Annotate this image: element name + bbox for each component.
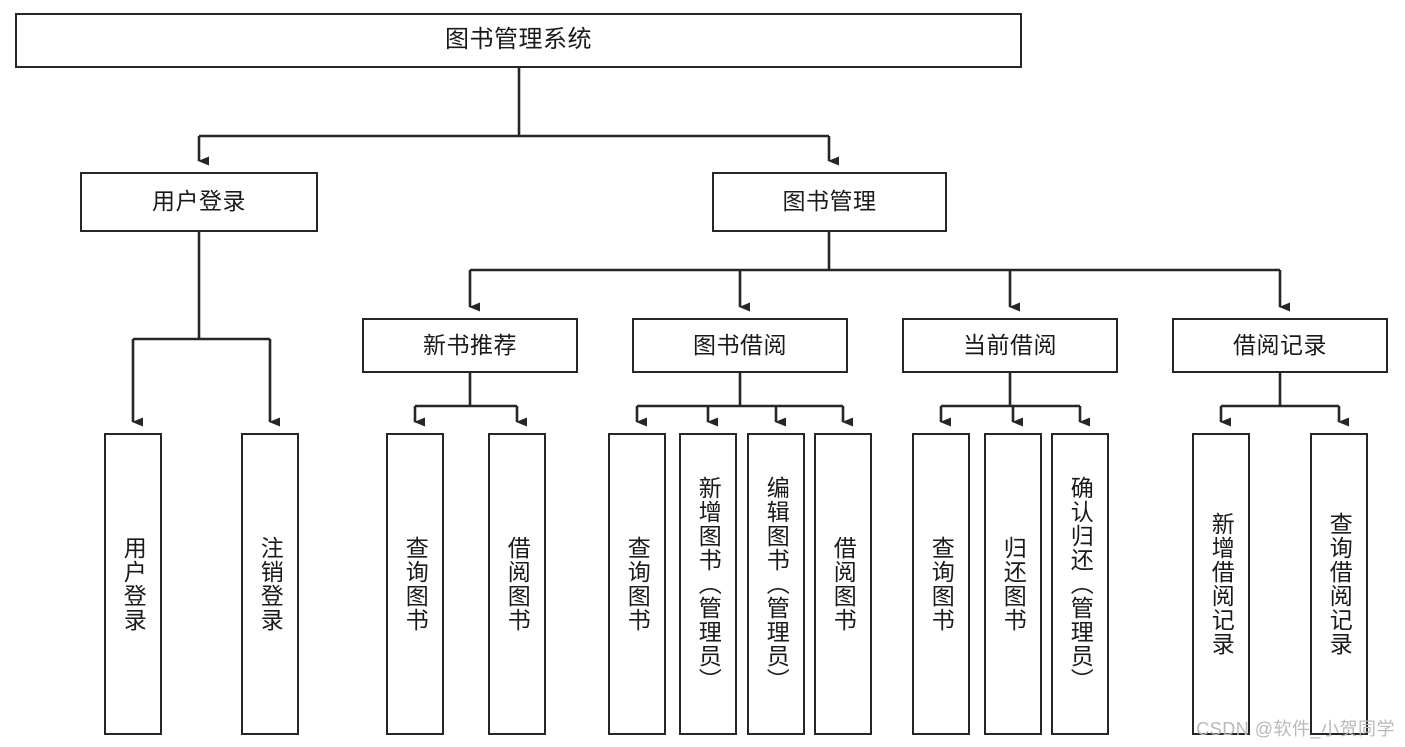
node-leaf-borrow-book-recommend[interactable]: 借阅图书 xyxy=(488,433,546,735)
node-leaf-borrow-book[interactable]: 借阅图书 xyxy=(814,433,872,735)
node-leaf-query-borrow-record[interactable]: 查询借阅记录 xyxy=(1310,433,1368,735)
node-new-book-recommend[interactable]: 新书推荐 xyxy=(362,318,578,373)
node-leaf-query-book-current[interactable]: 查询图书 xyxy=(912,433,970,735)
node-leaf-return-book[interactable]: 归还图书 xyxy=(984,433,1042,735)
node-label-leaf-user-login: 用户登录 xyxy=(120,536,147,632)
node-label-leaf-borrow-book: 借阅图书 xyxy=(830,536,857,632)
node-label-leaf-confirm-return: 确认归还（管理员） xyxy=(1067,476,1094,692)
node-leaf-edit-book[interactable]: 编辑图书（管理员） xyxy=(747,433,805,735)
node-leaf-logout[interactable]: 注销登录 xyxy=(241,433,299,735)
node-borrow-record[interactable]: 借阅记录 xyxy=(1172,318,1388,373)
node-book-manage[interactable]: 图书管理 xyxy=(712,172,947,232)
node-leaf-add-book[interactable]: 新增图书（管理员） xyxy=(679,433,737,735)
node-label-leaf-borrow-book-recommend: 借阅图书 xyxy=(504,536,531,632)
node-label-current-borrow: 当前借阅 xyxy=(963,331,1057,358)
node-label-leaf-edit-book: 编辑图书（管理员） xyxy=(763,476,790,692)
node-user-login[interactable]: 用户登录 xyxy=(80,172,318,232)
node-book-borrow[interactable]: 图书借阅 xyxy=(632,318,848,373)
node-label-user-login: 用户登录 xyxy=(152,188,246,215)
node-label-borrow-record: 借阅记录 xyxy=(1233,331,1327,358)
node-label-leaf-query-borrow-record: 查询借阅记录 xyxy=(1326,512,1353,656)
node-label-root: 图书管理系统 xyxy=(445,26,592,54)
node-leaf-confirm-return[interactable]: 确认归还（管理员） xyxy=(1051,433,1109,735)
node-label-book-borrow: 图书借阅 xyxy=(693,331,787,358)
node-label-leaf-query-book-borrow: 查询图书 xyxy=(624,536,651,632)
node-leaf-query-book-recommend[interactable]: 查询图书 xyxy=(386,433,444,735)
node-label-leaf-query-book-current: 查询图书 xyxy=(928,536,955,632)
node-label-leaf-query-book-recommend: 查询图书 xyxy=(402,536,429,632)
node-label-leaf-add-book: 新增图书（管理员） xyxy=(695,476,722,692)
node-label-leaf-return-book: 归还图书 xyxy=(1000,536,1027,632)
node-leaf-add-borrow-record[interactable]: 新增借阅记录 xyxy=(1192,433,1250,735)
node-label-leaf-add-borrow-record: 新增借阅记录 xyxy=(1208,512,1235,656)
node-leaf-query-book-borrow[interactable]: 查询图书 xyxy=(608,433,666,735)
node-label-leaf-logout: 注销登录 xyxy=(257,536,284,632)
node-label-book-manage: 图书管理 xyxy=(782,188,877,215)
node-root[interactable]: 图书管理系统 xyxy=(15,13,1022,68)
node-current-borrow[interactable]: 当前借阅 xyxy=(902,318,1118,373)
node-leaf-user-login[interactable]: 用户登录 xyxy=(104,433,162,735)
node-label-new-book-recommend: 新书推荐 xyxy=(423,331,517,358)
